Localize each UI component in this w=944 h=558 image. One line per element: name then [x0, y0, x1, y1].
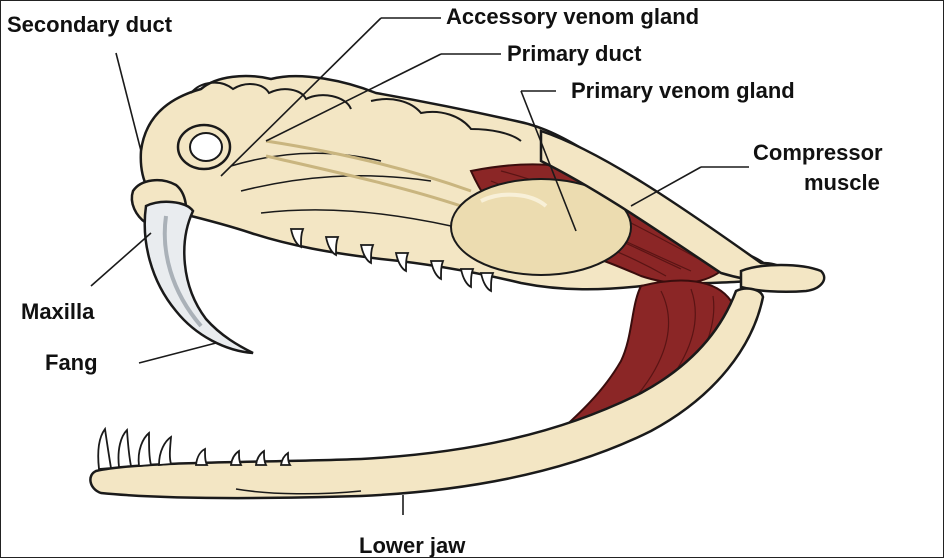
- label-primary-venom-gland: Primary venom gland: [571, 79, 795, 103]
- label-maxilla: Maxilla: [21, 300, 94, 324]
- label-accessory-venom-gland: Accessory venom gland: [446, 5, 699, 29]
- label-lower-jaw: Lower jaw: [359, 534, 465, 558]
- label-fang: Fang: [45, 351, 98, 375]
- label-secondary-duct: Secondary duct: [7, 13, 172, 37]
- label-compressor-muscle-line2: muscle: [804, 171, 880, 195]
- jaw-joint: [741, 265, 824, 292]
- label-primary-duct: Primary duct: [507, 42, 642, 66]
- eye-hole: [190, 133, 222, 161]
- label-compressor-muscle-line1: Compressor: [753, 141, 883, 165]
